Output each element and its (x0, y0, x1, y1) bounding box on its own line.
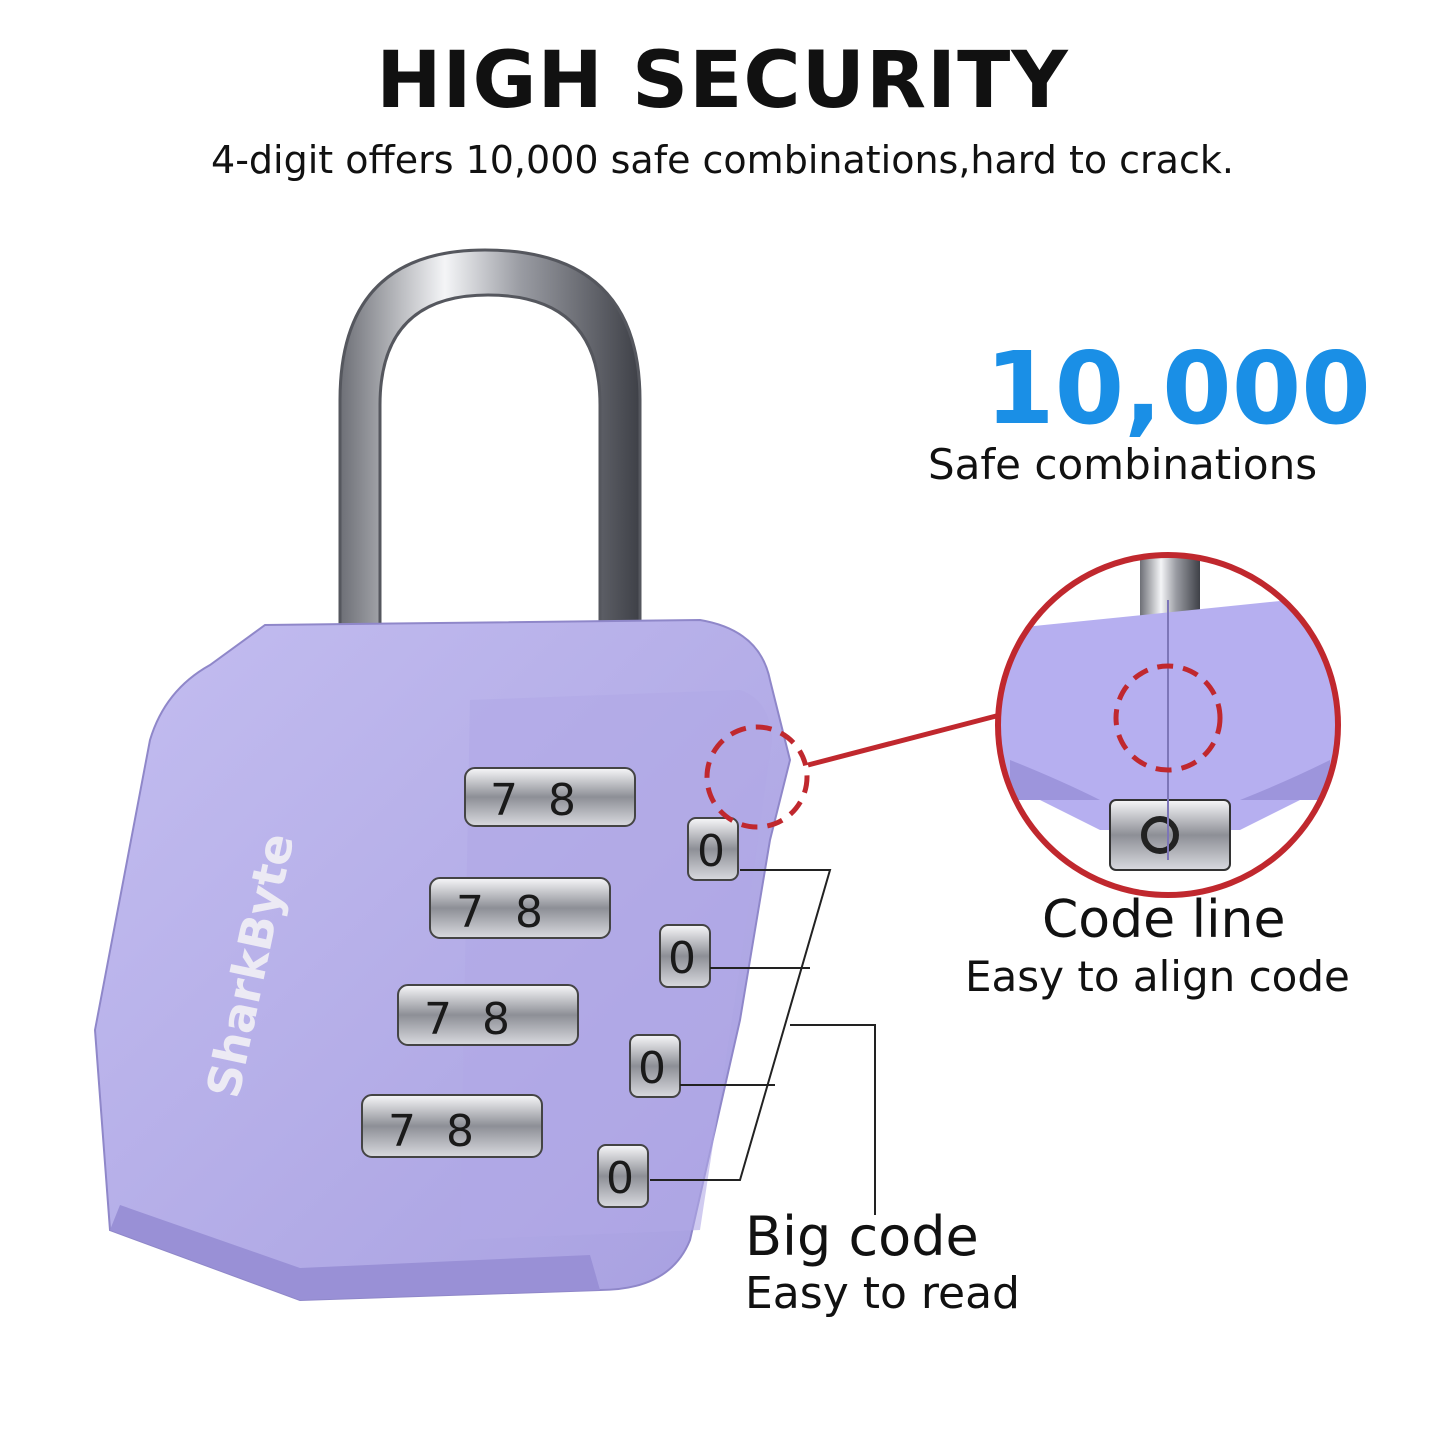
dial-row-2: 7 8 (429, 877, 611, 939)
svg-text:7: 7 (388, 1106, 416, 1157)
svg-text:8: 8 (515, 887, 543, 938)
shackle (338, 248, 642, 662)
svg-text:8: 8 (446, 1106, 474, 1157)
svg-text:0: 0 (606, 1153, 634, 1204)
svg-text:7: 7 (456, 887, 484, 938)
svg-text:7: 7 (490, 775, 518, 826)
zoom-detail (998, 555, 1338, 895)
side-dial-3: 0 (629, 1034, 681, 1098)
combination-label: Safe combinations (928, 440, 1318, 489)
dial-row-3: 7 8 (397, 984, 579, 1046)
page-subtitle: 4-digit offers 10,000 safe combinations,… (211, 138, 1234, 182)
page-title: HIGH SECURITY (376, 36, 1069, 126)
svg-text:8: 8 (548, 775, 576, 826)
code-line-description: Easy to align code (965, 952, 1350, 1001)
svg-text:0: 0 (668, 933, 696, 984)
code-line-highlight-circle (704, 724, 810, 830)
svg-text:0: 0 (638, 1043, 666, 1094)
combination-count: 10,000 (985, 330, 1371, 447)
side-dial-1: 0 (687, 817, 739, 881)
dial-row-4: 7 8 (361, 1094, 543, 1158)
zoom-frame (995, 552, 1341, 898)
side-dial-2: 0 (659, 924, 711, 988)
code-line-title: Code line (1042, 890, 1286, 950)
dial-row-1: 7 8 (464, 767, 636, 827)
code-line-connector (807, 712, 1001, 768)
big-code-callout-lines (650, 869, 876, 1215)
big-code-title: Big code (745, 1205, 979, 1268)
svg-text:8: 8 (482, 994, 510, 1045)
big-code-description: Easy to read (745, 1268, 1020, 1319)
svg-text:0: 0 (697, 826, 725, 877)
side-dial-4: 0 (597, 1144, 649, 1208)
svg-text:7: 7 (424, 994, 452, 1045)
